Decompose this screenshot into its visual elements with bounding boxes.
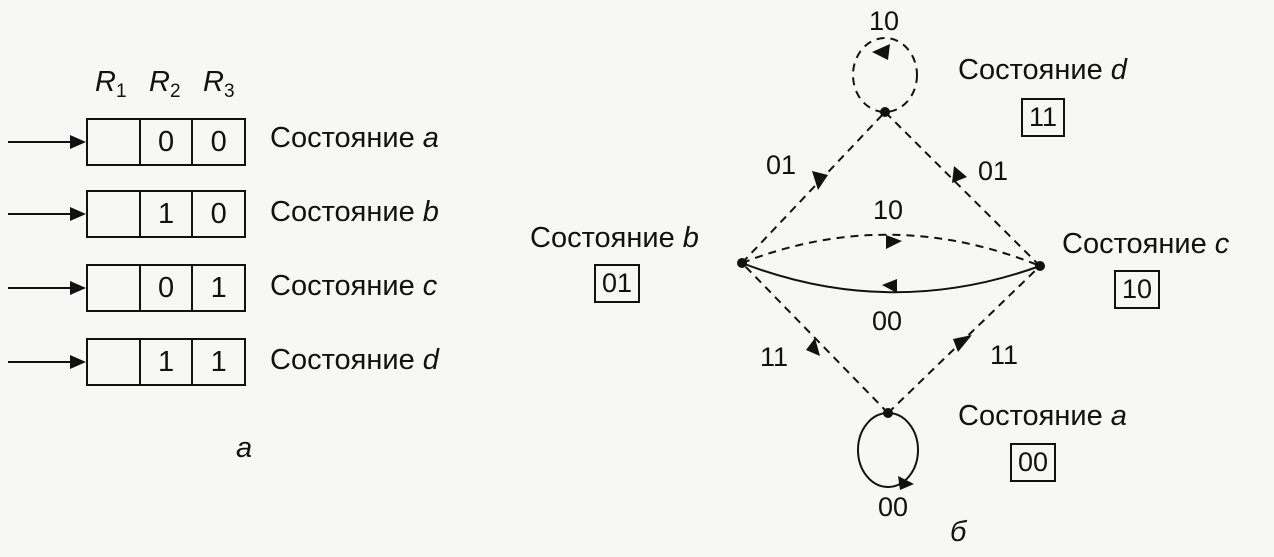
node-label-c: Состояние c: [1062, 228, 1230, 260]
edge-label-a-to-b: 11: [760, 342, 789, 372]
register-cell: 1: [191, 266, 244, 310]
arrowhead-icon: [806, 338, 820, 356]
edge-label-a-loop: 00: [878, 492, 909, 522]
input-arrow-icon: [8, 355, 86, 369]
edge-c-to-b: [741, 262, 1041, 294]
caption-b: б: [950, 516, 967, 548]
input-arrow-icon: [8, 207, 86, 221]
arrowhead-icon: [882, 279, 897, 293]
edge-label-b-to-d: 01: [766, 150, 797, 180]
register-header-r3: R3: [203, 66, 235, 102]
edge-b-to-d: [741, 111, 886, 264]
input-arrow-icon: [8, 135, 86, 149]
register-row-c: 0 1: [86, 264, 246, 312]
edge-label-b-to-c: 10: [873, 195, 904, 225]
register-row-d: 1 1: [86, 338, 246, 386]
arrowhead-icon: [952, 166, 967, 183]
state-label-b: Состояние b: [270, 196, 439, 228]
arrowhead-icon: [898, 476, 914, 490]
input-arrow-icon: [8, 281, 86, 295]
edge-label-c-to-d: 01: [978, 156, 1009, 186]
node-label-d: Состояние d: [958, 54, 1127, 86]
edge-label-a-to-c: 11: [990, 340, 1019, 370]
node-label-a: Состояние a: [958, 400, 1127, 432]
register-header-r1: R1: [95, 66, 127, 102]
register-row-a: 0 0: [86, 118, 246, 166]
register-cell: 0: [138, 120, 192, 164]
node-code-a: 00: [1010, 443, 1057, 482]
edge-label-c-to-b: 00: [872, 306, 903, 336]
register-cell: 1: [138, 340, 192, 384]
node-label-b: Состояние b: [530, 222, 699, 254]
arrowhead-icon: [872, 44, 890, 60]
register-cell: 1: [138, 192, 192, 236]
node-a: [883, 408, 893, 418]
node-code-b: 01: [594, 264, 641, 303]
state-label-a: Состояние a: [270, 122, 439, 154]
register-row-b: 1 0: [86, 190, 246, 238]
register-cell: 0: [138, 266, 192, 310]
register-cell: 1: [191, 340, 244, 384]
edge-d-loop: [852, 37, 918, 113]
state-label-c: Состояние c: [270, 270, 438, 302]
edge-label-d-loop: 10: [869, 6, 900, 36]
node-code-d: 11: [1021, 98, 1066, 137]
register-cell: 0: [191, 120, 244, 164]
edge-c-to-d: [884, 111, 1041, 267]
register-header-r2: R2: [149, 66, 181, 102]
register-cell: 0: [191, 192, 244, 236]
state-label-d: Состояние d: [270, 344, 439, 376]
caption-a: а: [236, 432, 253, 464]
edge-a-loop: [857, 412, 919, 488]
node-b: [737, 258, 747, 268]
node-d: [880, 107, 890, 117]
node-code-c: 10: [1114, 270, 1161, 309]
arrowhead-icon: [812, 171, 828, 190]
arrowhead-icon: [953, 335, 972, 352]
node-c: [1035, 261, 1045, 271]
arrowhead-icon: [886, 235, 902, 249]
